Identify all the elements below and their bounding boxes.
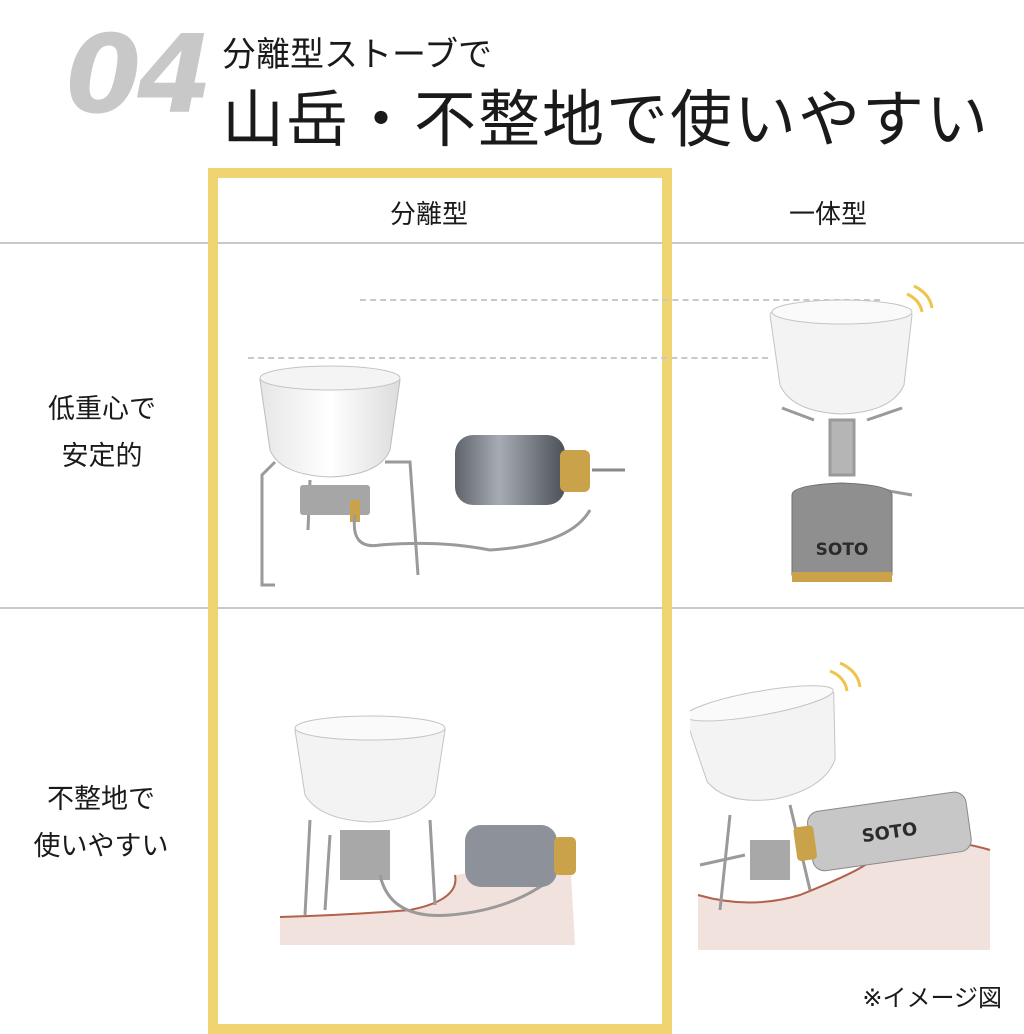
burner-icon bbox=[300, 485, 370, 522]
hose-icon bbox=[352, 509, 592, 552]
column-heading-integrated: 一体型 bbox=[789, 200, 868, 230]
canister-brand-top: SOTO bbox=[816, 540, 869, 560]
pot-icon bbox=[690, 685, 836, 801]
height-line-separated bbox=[248, 357, 768, 359]
section-number: 04 bbox=[66, 13, 212, 138]
gas-canister-icon: SOTO bbox=[791, 482, 893, 582]
separated-stove-illustration-bottom bbox=[279, 715, 576, 945]
stove-legs-icon bbox=[699, 804, 812, 911]
pot-icon bbox=[259, 365, 401, 478]
row-label-stability-line1: 低重心で bbox=[48, 394, 156, 425]
pot-icon bbox=[769, 299, 913, 415]
row-label-terrain-line2: 使いやすい bbox=[33, 831, 169, 863]
separated-stove-illustration-top bbox=[259, 365, 625, 587]
wobble-icon bbox=[829, 661, 862, 692]
divider-middle bbox=[0, 607, 1024, 609]
stove-head-icon bbox=[781, 406, 913, 497]
height-line-integrated bbox=[360, 299, 880, 301]
hose-icon bbox=[378, 874, 551, 917]
gas-canister-icon bbox=[455, 435, 625, 505]
column-heading-separated: 分離型 bbox=[390, 200, 469, 230]
integrated-stove-illustration-top: SOTO bbox=[769, 284, 934, 582]
stove-legs-icon bbox=[303, 819, 437, 916]
row-label-stability-line2: 安定的 bbox=[61, 441, 143, 473]
row-label-terrain-line1: 不整地で bbox=[47, 784, 155, 815]
row-label-stability: 低重心で 安定的 bbox=[12, 386, 192, 481]
row-label-terrain: 不整地で 使いやすい bbox=[6, 776, 196, 871]
section-title: 山岳・不整地で使いやすい bbox=[222, 83, 991, 156]
image-note: ※イメージ図 bbox=[862, 984, 1002, 1012]
integrated-stove-illustration-bottom: SOTO bbox=[690, 661, 991, 950]
ground-icon bbox=[698, 841, 990, 950]
divider-header bbox=[0, 242, 1024, 244]
pot-icon bbox=[294, 715, 446, 823]
gas-canister-icon: SOTO bbox=[793, 791, 972, 872]
section-subtitle: 分離型ストーブで bbox=[222, 35, 492, 75]
stove-legs-icon bbox=[260, 460, 420, 587]
wobble-icon bbox=[906, 284, 934, 313]
gas-canister-icon bbox=[465, 825, 576, 887]
